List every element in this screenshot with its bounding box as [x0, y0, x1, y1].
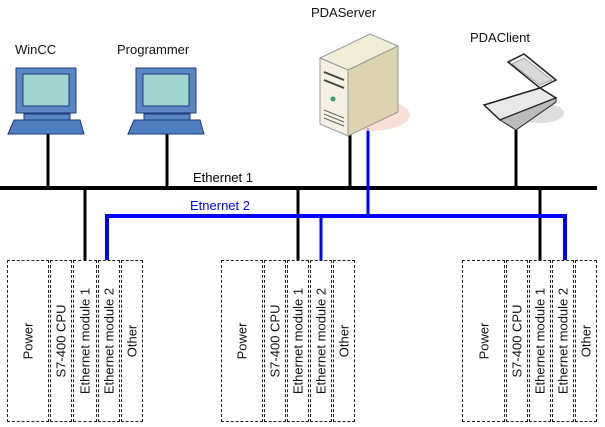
module-label: Ethernet module 1 — [77, 287, 93, 395]
rack3-module-power: Power — [462, 260, 505, 422]
rack1-module-eth1: Ethernet module 1 — [73, 260, 97, 422]
programmer-label: Programmer — [117, 42, 190, 57]
module-label: Other — [336, 324, 352, 358]
rack2-module-other: Other — [333, 260, 355, 422]
module-label: S7-400 CPU — [53, 304, 69, 378]
module-label: Power — [20, 322, 36, 360]
module-label: S7-400 CPU — [267, 304, 283, 378]
rack2-module-cpu: S7-400 CPU — [264, 260, 286, 422]
rack2-module-power: Power — [221, 260, 263, 422]
module-label: S7-400 CPU — [509, 304, 525, 378]
rack2-module-eth2: Ethernet module 2 — [310, 260, 332, 422]
ethernet1-label: Ethernet 1 — [193, 170, 253, 185]
rack1-module-other: Other — [121, 260, 143, 422]
module-label: Ethernet module 1 — [532, 287, 548, 395]
module-label: Power — [234, 322, 250, 360]
rack3-module-cpu: S7-400 CPU — [506, 260, 528, 422]
module-label: Power — [476, 322, 491, 360]
rack3-module-other: Other — [575, 260, 597, 422]
ethernet2-label: Etnernet 2 — [190, 198, 250, 213]
rack3-module-eth1: Ethernet module 1 — [529, 260, 551, 422]
pdaclient-label: PDAClient — [470, 30, 530, 45]
module-label: Ethernet module 2 — [555, 287, 571, 395]
programmer-computer-icon — [127, 67, 205, 135]
rack3-module-eth2: Ethernet module 2 — [552, 260, 574, 422]
module-label: Ethernet module 2 — [313, 287, 329, 395]
wincc-label: WinCC — [15, 42, 57, 57]
pdaclient-laptop-icon — [482, 53, 564, 131]
pdaserver-label: PDAServer — [311, 5, 377, 20]
module-label: Other — [578, 324, 594, 358]
rack2-module-eth1: Ethernet module 1 — [287, 260, 309, 422]
module-label: Ethernet module 2 — [101, 287, 117, 395]
wincc-computer-icon — [7, 67, 85, 135]
module-label: Ethernet module 1 — [290, 287, 306, 395]
pdaserver-tower-icon — [318, 33, 410, 137]
rack1-module-cpu: S7-400 CPU — [50, 260, 72, 422]
module-label: Other — [124, 324, 140, 358]
rack1-module-power: Power — [7, 260, 49, 422]
ethernet2-bus — [105, 214, 567, 260]
rack1-module-eth2: Ethernet module 2 — [98, 260, 120, 422]
